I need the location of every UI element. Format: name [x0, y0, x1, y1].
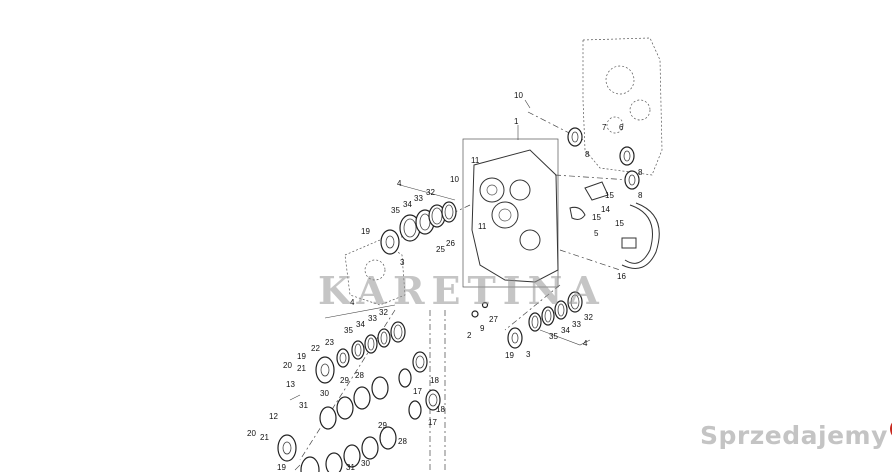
- callout-10: 10: [450, 175, 459, 184]
- callout-18: 18: [430, 376, 439, 385]
- callout-28: 28: [355, 371, 364, 380]
- callout-18: 18: [436, 405, 445, 414]
- callout-29: 29: [340, 376, 349, 385]
- callout-20: 20: [283, 361, 292, 370]
- callout-33: 33: [414, 194, 423, 203]
- callout-4: 4: [350, 298, 355, 307]
- brand-name: Sprzedajemy: [700, 420, 888, 450]
- callout-8: 8: [585, 150, 590, 159]
- callout-33: 33: [572, 320, 581, 329]
- callout-6: 6: [619, 123, 624, 132]
- callout-9: 9: [480, 324, 485, 333]
- callout-3: 3: [526, 350, 531, 359]
- callout-25: 25: [436, 245, 445, 254]
- callout-31: 31: [299, 401, 308, 410]
- main-gear-housing: [462, 138, 559, 288]
- callout-32: 32: [426, 188, 435, 197]
- callout-21: 21: [260, 433, 269, 442]
- brand-domain-badge: pl: [889, 418, 892, 440]
- callout-27: 27: [489, 315, 498, 324]
- rear-housing: [582, 37, 663, 176]
- callout-3: 3: [400, 258, 405, 267]
- callout-30: 30: [361, 459, 370, 468]
- callout-7: 7: [602, 123, 607, 132]
- callout-14: 14: [601, 205, 610, 214]
- callout-19: 19: [277, 463, 286, 472]
- rings: [277, 127, 640, 472]
- callout-23: 23: [325, 338, 334, 347]
- callout-15: 15: [605, 191, 614, 200]
- callout-32: 32: [584, 313, 593, 322]
- callout-35: 35: [344, 326, 353, 335]
- callout-19: 19: [505, 351, 514, 360]
- callout-20: 20: [247, 429, 256, 438]
- callout-11: 11: [471, 156, 480, 165]
- callout-28: 28: [398, 437, 407, 446]
- callout-21: 21: [297, 364, 306, 373]
- callout-26: 26: [446, 239, 455, 248]
- callout-22: 22: [311, 344, 320, 353]
- callout-12: 12: [269, 412, 278, 421]
- callout-2: 2: [467, 331, 472, 340]
- callout-labels: 10 1 7 6 8 8 8 11 10 4 34 33 32 35 15 14…: [247, 91, 643, 472]
- callout-17: 17: [413, 387, 422, 396]
- callout-16: 16: [617, 272, 626, 281]
- callout-8: 8: [638, 191, 643, 200]
- callout-8: 8: [638, 168, 643, 177]
- clip-parts: [569, 181, 609, 220]
- callout-17: 17: [428, 418, 437, 427]
- callout-4: 4: [583, 339, 588, 348]
- callout-35: 35: [549, 332, 558, 341]
- callout-11: 11: [478, 222, 487, 231]
- brand-badge[interactable]: Sprzedajemy pl: [700, 418, 892, 452]
- callout-19: 19: [297, 352, 306, 361]
- watermark: KARETINA: [318, 268, 606, 313]
- callout-34: 34: [356, 320, 365, 329]
- callout-5: 5: [594, 229, 599, 238]
- callout-34: 34: [403, 200, 412, 209]
- callout-13: 13: [286, 380, 295, 389]
- leader-lines: [289, 99, 591, 471]
- callout-32: 32: [379, 308, 388, 317]
- callout-19: 19: [361, 227, 370, 236]
- callout-33: 33: [368, 314, 377, 323]
- callout-15: 15: [615, 219, 624, 228]
- left-housing: [344, 239, 406, 306]
- callout-15: 15: [592, 213, 601, 222]
- callout-35: 35: [391, 206, 400, 215]
- hose-pipe: [621, 202, 660, 269]
- callout-10: 10: [514, 91, 523, 100]
- callout-1: 1: [514, 117, 519, 126]
- callout-31: 31: [346, 463, 355, 472]
- callout-30: 30: [320, 389, 329, 398]
- callout-4: 4: [397, 179, 402, 188]
- callout-29: 29: [378, 421, 387, 430]
- callout-34: 34: [561, 326, 570, 335]
